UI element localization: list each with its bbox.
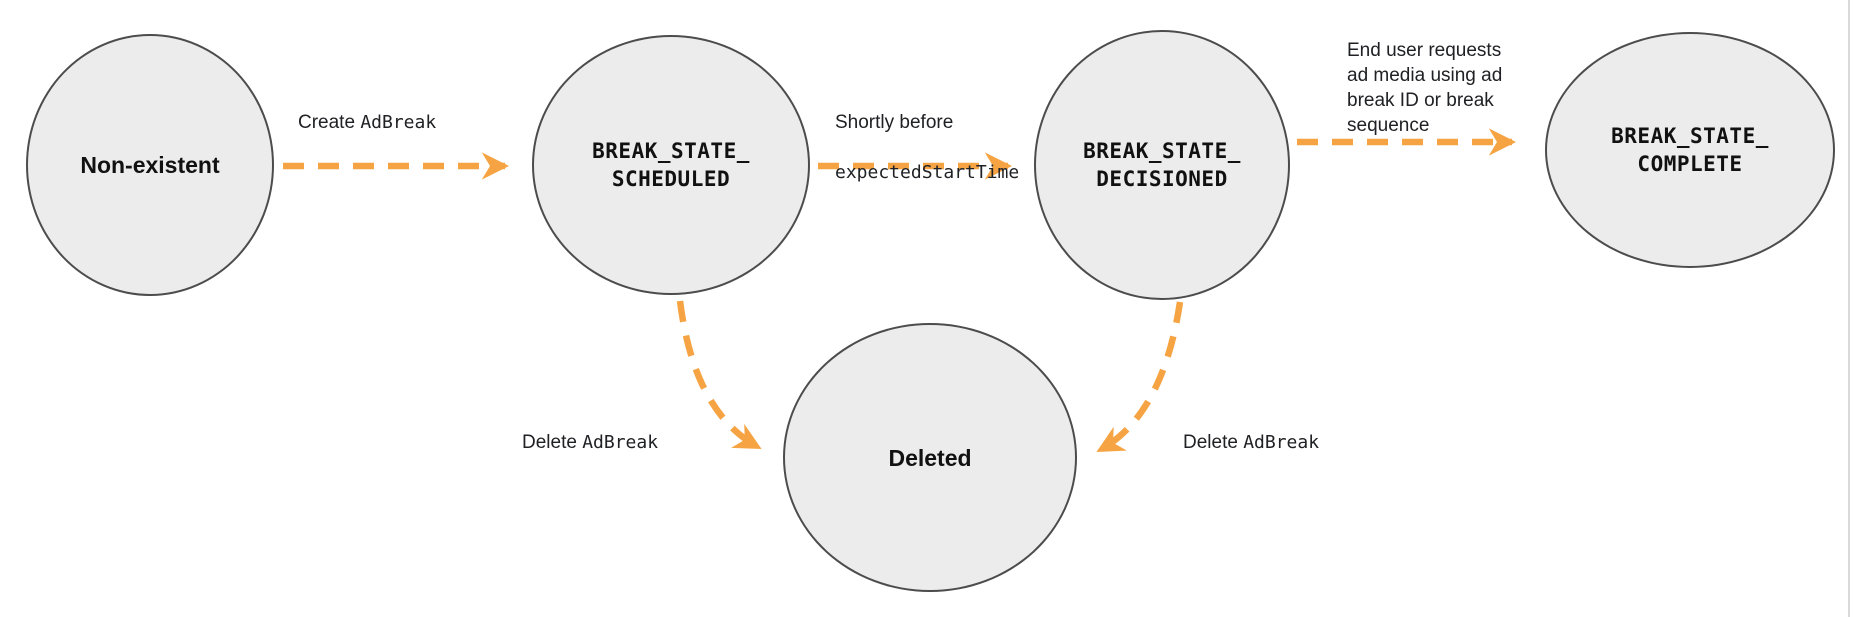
edge-label-delete-adbreak-right: Delete AdBreak — [1183, 432, 1320, 453]
edge-label-delete-adbreak-left: Delete AdBreak — [522, 432, 659, 453]
arrow-delete-adbreak-left — [676, 300, 762, 450]
edge-label-create-adbreak: Create AdBreak — [298, 112, 437, 133]
arrow-delete-adbreak-right — [1096, 301, 1184, 453]
state-node-break-state-complete: BREAK_STATE_ COMPLETE — [1545, 32, 1835, 268]
state-node-break-state-decisioned: BREAK_STATE_ DECISIONED — [1034, 30, 1290, 300]
state-label: BREAK_STATE_ SCHEDULED — [592, 139, 750, 191]
state-node-deleted: Deleted — [783, 323, 1077, 592]
page-edge-divider — [1848, 0, 1850, 617]
state-label: BREAK_STATE_ DECISIONED — [1083, 139, 1241, 191]
state-label: Deleted — [888, 444, 972, 471]
state-label: Non-existent — [80, 152, 220, 178]
edge-label-end-user-requests: End user requests ad media using ad brea… — [1347, 40, 1503, 136]
state-node-non-existent: Non-existent — [26, 34, 274, 296]
state-label: BREAK_STATE_ COMPLETE — [1611, 124, 1769, 176]
state-node-break-state-scheduled: BREAK_STATE_ SCHEDULED — [532, 35, 810, 295]
edge-label-shortly-before: Shortly before expectedStartTime — [835, 112, 1020, 183]
